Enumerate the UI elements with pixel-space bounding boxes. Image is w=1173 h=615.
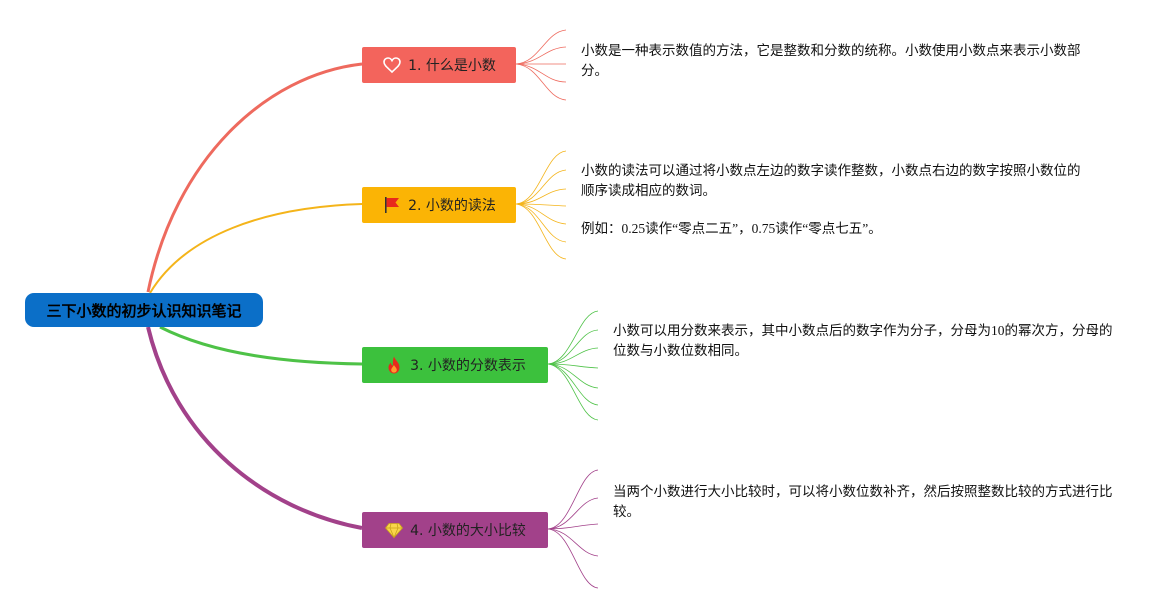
connector-branch-3 [159, 325, 363, 366]
note-reading-decimal: 小数的读法可以通过将小数点左边的数字读作整数，小数点右边的数字按照小数位的顺序读… [581, 161, 1081, 239]
branch-topic-3[interactable]: 3. 小数的分数表示 [362, 347, 548, 383]
root-topic-label: 三下小数的初步认识知识笔记 [46, 301, 242, 320]
branch-topic-1[interactable]: 1. 什么是小数 [362, 47, 516, 83]
branch-topic-3-label: 3. 小数的分数表示 [410, 358, 526, 374]
note-text: 小数是一种表示数值的方法，它是整数和分数的统称。小数使用小数点来表示小数部分。 [581, 43, 1081, 78]
fan-branch-3 [547, 310, 599, 421]
branch-topic-4-label: 4. 小数的大小比较 [410, 523, 526, 539]
note-example: 例如：0.25读作“零点二五”，0.75读作“零点七五”。 [581, 221, 882, 236]
fan-branch-4 [547, 469, 599, 589]
connector-branch-2 [149, 203, 363, 294]
root-topic[interactable]: 三下小数的初步认识知识笔记 [25, 293, 263, 327]
heart-icon [382, 55, 402, 75]
branch-topic-4[interactable]: 4. 小数的大小比较 [362, 512, 548, 548]
flag-icon [382, 195, 402, 215]
branch-topic-2[interactable]: 2. 小数的读法 [362, 187, 516, 223]
note-text: 小数可以用分数来表示，其中小数点后的数字作为分子，分母为10的幂次方，分母的位数… [613, 323, 1113, 358]
fan-branch-1 [515, 29, 567, 101]
note-text: 当两个小数进行大小比较时，可以将小数位数补齐，然后按照整数比较的方式进行比较。 [613, 484, 1113, 519]
connector-branch-4 [146, 326, 363, 530]
note-fraction-representation: 小数可以用分数来表示，其中小数点后的数字作为分子，分母为10的幂次方，分母的位数… [613, 321, 1113, 361]
fan-branch-2 [515, 150, 567, 260]
note-text: 小数的读法可以通过将小数点左边的数字读作整数，小数点右边的数字按照小数位的顺序读… [581, 163, 1081, 198]
diamond-icon [384, 520, 404, 540]
branch-topic-2-label: 2. 小数的读法 [408, 198, 496, 214]
note-decimal-comparison: 当两个小数进行大小比较时，可以将小数位数补齐，然后按照整数比较的方式进行比较。 [613, 482, 1113, 522]
fire-icon [384, 355, 404, 375]
branch-topic-1-label: 1. 什么是小数 [408, 58, 496, 74]
connector-branch-1 [146, 62, 363, 293]
note-what-is-decimal: 小数是一种表示数值的方法，它是整数和分数的统称。小数使用小数点来表示小数部分。 [581, 41, 1081, 81]
